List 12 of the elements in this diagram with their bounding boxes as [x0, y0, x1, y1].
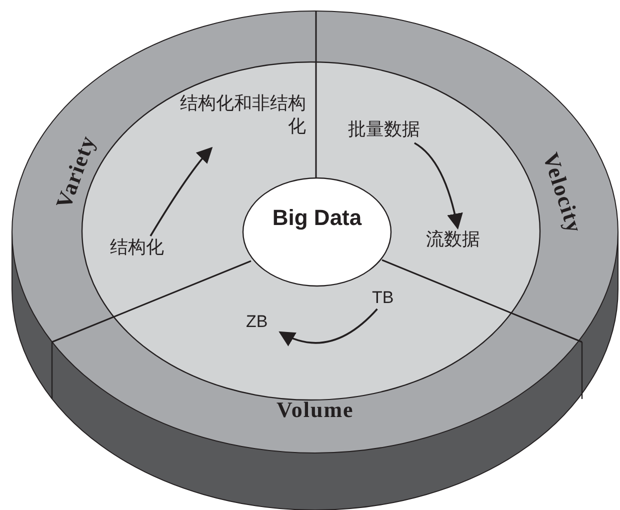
curved-arrow	[278, 308, 378, 346]
ring-label: Velocity	[536, 150, 588, 236]
title-text: Big Data	[272, 205, 362, 230]
category-text: 结构化	[110, 236, 165, 260]
category-text: 批量数据	[348, 118, 421, 142]
size-text: TB	[372, 287, 395, 309]
ring-label: Volume	[276, 397, 354, 423]
category-text: 结构化和非结构化	[179, 92, 306, 139]
size-text: ZB	[246, 311, 269, 333]
category-text: 流数据	[426, 228, 481, 252]
curved-arrow	[414, 142, 463, 230]
curved-arrow	[150, 146, 213, 236]
